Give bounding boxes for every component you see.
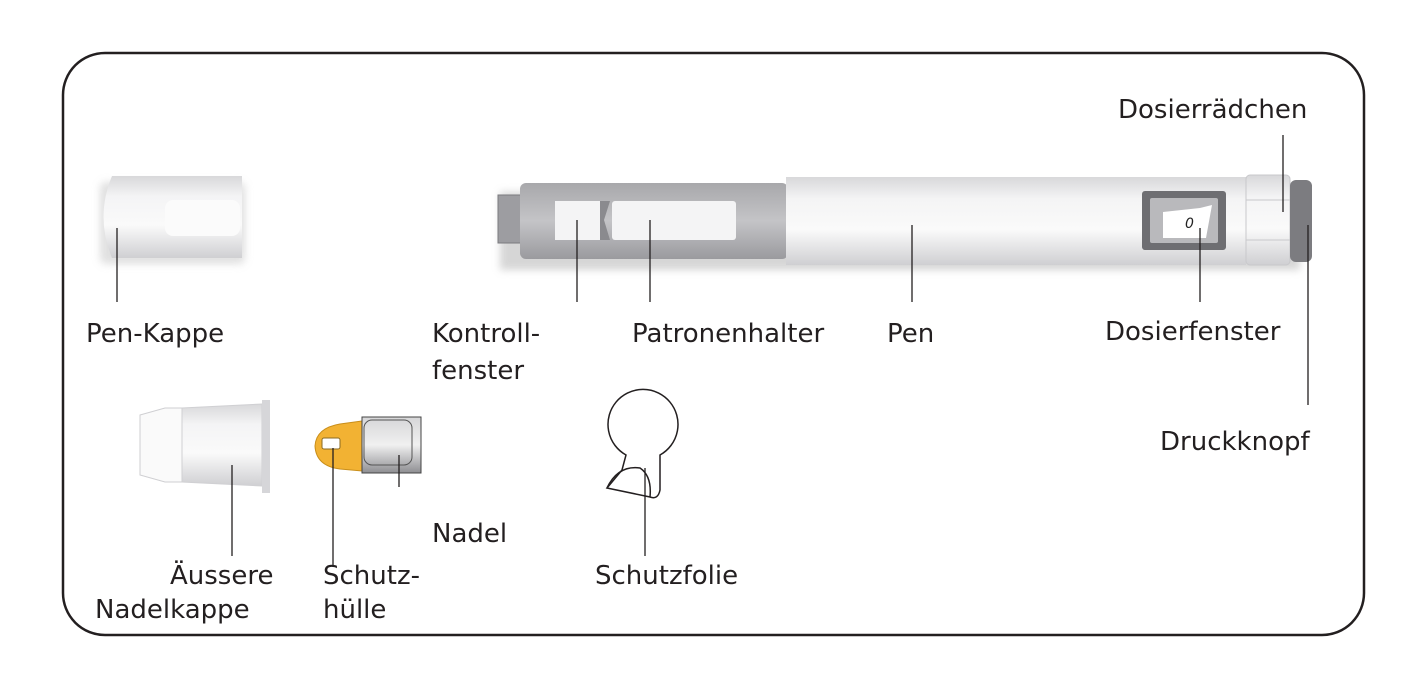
label-push-button: Druckknopf bbox=[1160, 427, 1310, 457]
thread bbox=[497, 194, 523, 244]
label-outer-needle-cap-1: Äussere bbox=[170, 559, 273, 591]
pen-cap bbox=[100, 176, 245, 264]
outer-needle-cap bbox=[139, 400, 270, 493]
label-control-window-2: fenster bbox=[432, 356, 524, 386]
label-cartridge-holder: Patronenhalter bbox=[632, 319, 824, 349]
label-dose-window: Dosierfenster bbox=[1105, 317, 1281, 347]
label-control-window-1: Kontroll- bbox=[432, 319, 540, 349]
needle-assembly bbox=[314, 416, 422, 474]
label-protective-tab: Schutzfolie bbox=[595, 561, 738, 591]
label-needle: Nadel bbox=[432, 519, 507, 549]
push-button[interactable] bbox=[1290, 180, 1312, 262]
label-dose-dial: Dosierrädchen bbox=[1118, 95, 1307, 125]
protective-tab bbox=[605, 388, 679, 499]
leader-lines bbox=[116, 135, 1309, 565]
label-inner-cap-2: hülle bbox=[323, 595, 386, 625]
pen: 0 bbox=[497, 174, 1312, 270]
label-pen-cap: Pen-Kappe bbox=[86, 319, 224, 349]
label-inner-cap-1: Schutz- bbox=[323, 561, 420, 591]
dose-display: 0 bbox=[1185, 216, 1194, 232]
label-pen: Pen bbox=[887, 319, 934, 349]
label-outer-needle-cap-2: Nadelkappe bbox=[95, 595, 250, 625]
